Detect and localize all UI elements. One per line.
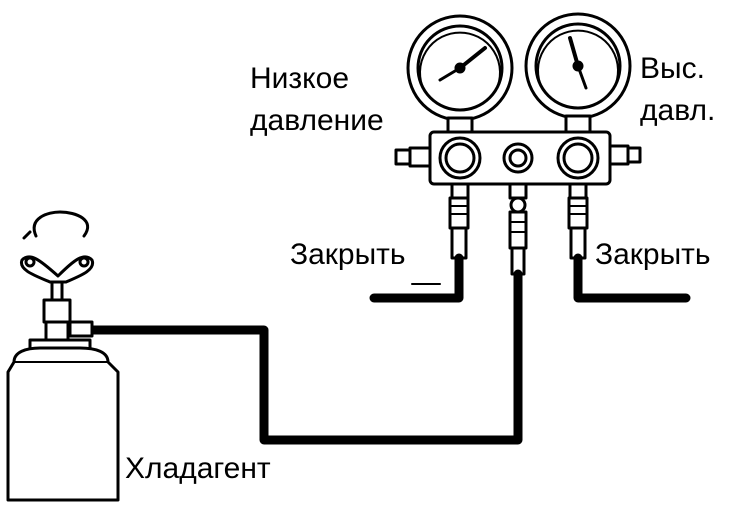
charging-hose-icon <box>85 196 528 445</box>
manifold-icon <box>394 130 642 200</box>
close-right-label: Закрыть <box>595 238 711 271</box>
can-tap-valve-icon <box>19 210 95 342</box>
low-pressure-label-line2: давление <box>250 104 384 137</box>
low-pressure-gauge-icon <box>406 14 514 136</box>
low-side-hose-icon <box>369 196 470 303</box>
close-left-label: Закрыть <box>290 238 406 271</box>
high-pressure-label-line2: давл. <box>640 94 716 127</box>
refrigerant-can-icon <box>6 338 120 502</box>
low-pressure-label-line1: Низкое <box>250 62 350 95</box>
high-side-hose-icon <box>567 196 691 303</box>
high-pressure-label-line1: Выс. <box>640 52 705 85</box>
high-pressure-gauge-icon <box>524 12 632 134</box>
refrigerant-label: Хладагент <box>125 452 271 485</box>
